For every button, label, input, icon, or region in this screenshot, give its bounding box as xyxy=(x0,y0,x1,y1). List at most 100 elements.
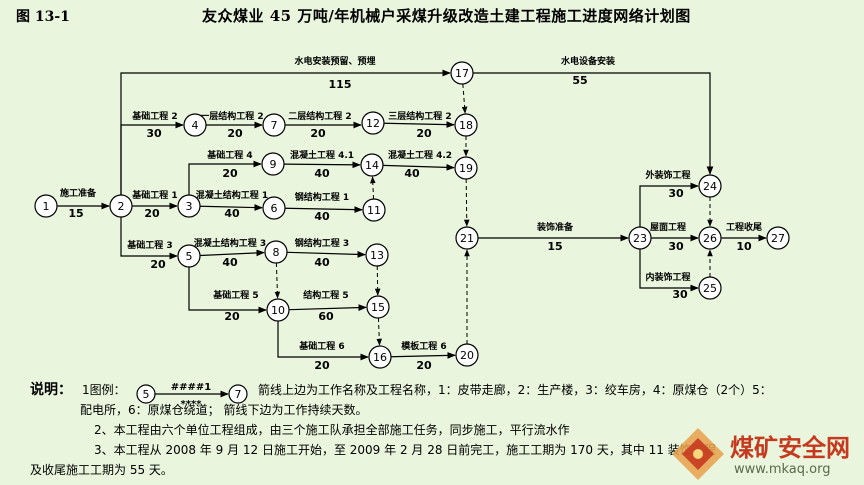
activity-name-7-12: 二层结构工程 2 xyxy=(288,110,351,122)
event-node-circle xyxy=(366,295,390,319)
note-1-line-b: 配电所，6：原煤仓绕道； 箭线下边为工作持续天数。 xyxy=(80,403,368,417)
activity-arrow-17-24 xyxy=(473,72,714,175)
event-node-label: 3 xyxy=(186,200,193,213)
activity-arrow-16-20 xyxy=(390,352,456,359)
activity-name-5-8: 混凝土结构工程 3 xyxy=(194,237,266,249)
notes-heading: 说明： xyxy=(30,382,72,398)
event-node-19: 19 xyxy=(454,156,478,180)
activity-name-10-16: 基础工程 6 xyxy=(298,340,344,352)
activity-name-4-7: 一层结构工程 2 xyxy=(200,110,263,122)
event-node-label: 1 xyxy=(43,200,50,213)
event-node-1: 1 xyxy=(34,194,58,218)
event-node-label: 8 xyxy=(273,246,280,259)
event-node-circle xyxy=(455,226,479,250)
activity-arrow-3-6 xyxy=(199,204,263,211)
event-node-label: 5 xyxy=(186,250,193,263)
watermark-url: www.mkaq.org xyxy=(734,462,831,477)
event-node-circle xyxy=(454,156,478,180)
event-node-circle xyxy=(264,240,288,264)
event-node-circle xyxy=(177,244,201,268)
event-node-label: 18 xyxy=(459,119,473,132)
activity-duration-14-19: 40 xyxy=(404,167,420,180)
activity-name-23-24: 外装饰工程 xyxy=(644,169,690,181)
event-node-circle xyxy=(262,196,286,220)
event-node-label: 14 xyxy=(365,159,379,172)
event-node-circle xyxy=(266,298,290,322)
event-node-label: 27 xyxy=(771,232,785,245)
event-node-label: 4 xyxy=(192,119,199,132)
event-node-circle xyxy=(365,243,389,267)
note-3-line-b: 及收尾施工工期为 55 天。 xyxy=(30,463,173,477)
activity-arrow-12-18 xyxy=(383,121,455,128)
event-node-circle xyxy=(361,111,385,135)
activity-arrow-10-15 xyxy=(288,304,367,311)
dummy-arrow-5 xyxy=(274,262,281,299)
event-node-label: 17 xyxy=(455,67,469,80)
activity-arrow-23-25 xyxy=(639,249,699,292)
event-node-label: 25 xyxy=(703,282,717,295)
activity-duration-6-11: 40 xyxy=(314,210,330,223)
activity-arrow-10-16 xyxy=(277,321,369,361)
activity-arrow-2-5 xyxy=(120,217,178,260)
note-1-prefix: 1图例： xyxy=(82,383,126,397)
event-node-label: 9 xyxy=(270,158,277,171)
event-node-circle xyxy=(177,194,201,218)
activity-name-5-10: 基础工程 5 xyxy=(212,289,258,301)
watermark-text: 煤矿安全网 xyxy=(730,433,850,462)
activity-duration-2-4: 30 xyxy=(146,127,162,140)
event-node-2: 2 xyxy=(109,194,133,218)
activity-arrow-8-13 xyxy=(286,251,366,258)
dummy-arrow-2 xyxy=(463,178,470,227)
event-node-17: 17 xyxy=(450,61,474,85)
activity-duration-12-18: 20 xyxy=(416,127,432,140)
activity-name-6-11: 钢结构工程 1 xyxy=(295,191,349,203)
activity-name-12-18: 三层结构工程 2 xyxy=(388,110,451,122)
activity-name-2-4: 基础工程 2 xyxy=(131,110,177,122)
activity-duration-4-7: 20 xyxy=(227,127,243,140)
activity-duration-2-3: 20 xyxy=(144,207,160,220)
event-node-4: 4 xyxy=(183,113,207,137)
activity-arrow-9-14 xyxy=(283,161,361,169)
event-node-14: 14 xyxy=(360,153,384,177)
event-node-label: 13 xyxy=(370,249,384,262)
event-node-7: 7 xyxy=(262,113,286,137)
event-node-circle xyxy=(698,276,722,300)
activity-duration-2-5: 20 xyxy=(150,258,166,271)
event-node-23: 23 xyxy=(628,226,652,250)
event-node-circle xyxy=(261,152,285,176)
event-node-label: 6 xyxy=(271,202,278,215)
event-node-25: 25 xyxy=(698,276,722,300)
event-node-13: 13 xyxy=(365,243,389,267)
event-node-label: 10 xyxy=(271,304,285,317)
event-node-label: 16 xyxy=(373,351,387,364)
activity-duration-1-2: 15 xyxy=(68,207,83,220)
dummy-arrow-0 xyxy=(461,83,468,114)
activity-duration-21-23: 15 xyxy=(547,240,562,253)
activity-duration-8-13: 40 xyxy=(314,256,330,269)
event-node-label: 11 xyxy=(367,204,381,217)
activity-arrow-5-8 xyxy=(199,249,265,257)
event-node-10: 10 xyxy=(266,298,290,322)
activity-duration-10-16: 20 xyxy=(314,359,330,372)
event-node-circle xyxy=(34,194,58,218)
activity-name-23-25: 内装饰工程 xyxy=(645,271,690,283)
legend-bottom-text: **** xyxy=(181,399,203,410)
event-node-15: 15 xyxy=(366,295,390,319)
activity-name-2-17: 水电安装预留、预埋 xyxy=(294,55,375,67)
activity-duration-10-15: 60 xyxy=(318,310,334,323)
activity-name-3-9: 基础工程 4 xyxy=(206,149,252,161)
activity-duration-23-24: 30 xyxy=(668,187,684,200)
activity-name-10-15: 结构工程 5 xyxy=(303,289,348,301)
activity-name-23-26: 屋面工程 xyxy=(650,221,686,233)
dummy-arrow-4 xyxy=(370,176,376,200)
activity-name-9-14: 混凝土工程 4.1 xyxy=(290,149,354,161)
event-node-label: 12 xyxy=(366,117,380,130)
event-node-label: 23 xyxy=(633,232,647,245)
event-node-8: 8 xyxy=(264,240,288,264)
event-node-label: 20 xyxy=(460,349,474,362)
activity-name-1-2: 施工准备 xyxy=(60,187,97,199)
event-node-circle xyxy=(183,113,207,137)
activity-name-3-6: 混凝土结构工程 1 xyxy=(196,189,268,201)
activity-duration-5-10: 20 xyxy=(224,310,240,323)
